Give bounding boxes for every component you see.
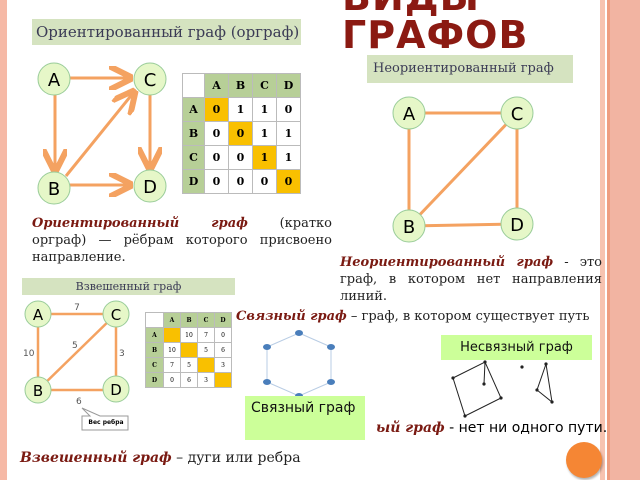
cell: 6 [214,342,232,358]
node-b: B [403,217,415,238]
disconnected-graph-diagram [451,360,554,418]
cell: C [182,145,205,170]
weight-bd: 6 [76,397,82,407]
node-b: B [48,179,60,200]
cell: – дуги или ребра [171,450,301,466]
node-d: D [510,215,524,236]
cell: – граф, в котором существует путь [346,309,590,324]
cell: A [182,97,205,122]
cell: 10 [180,327,198,343]
node-b: B [33,382,43,400]
disconnected-definition: ый граф - нет ни одного пути. [376,420,607,436]
cell: Связный граф [236,309,347,324]
weighted-graph-label: Взвешенный граф [22,278,235,295]
weight-bc: 5 [72,341,78,351]
directed-graph-diagram: A C B D [37,62,167,205]
cell: (кратко орграф) — рёбрам которого присво… [32,216,332,265]
weight-ac: 7 [74,303,80,313]
cell: Взвешенный граф [20,450,172,466]
cell: C [145,357,164,373]
node-a: A [403,104,416,125]
cell: 1 [276,121,301,146]
cell: 1 [276,145,301,170]
undirected-definition: Неориентированный граф - это граф, в кот… [340,254,602,305]
cell: A [204,73,229,98]
weighted-definition: Взвешенный граф – дуги или ребра [20,450,301,467]
cell: D [182,169,205,194]
node-c: C [511,104,524,125]
cell: 0 [276,97,301,122]
node-d: D [110,381,122,399]
node-a: A [33,306,44,324]
connected-definition: Связный граф – граф, в котором существуе… [236,308,589,325]
cell: 5 [197,342,215,358]
cell [180,342,198,358]
directed-graph-label: Ориентированный граф (орграф) [32,19,301,45]
node-c: C [144,70,157,91]
edge-weight-callout: Вес ребра [88,419,124,426]
weighted-graph-diagram: A C B D 7 10 5 3 6 [23,300,130,431]
cell: 0 [228,121,253,146]
cell: 10 [163,342,181,358]
right-decor-bar [600,0,605,480]
undirected-graph-label: Неориентированный граф [367,55,573,83]
cell: 7 [197,327,215,343]
edge-b-c [64,92,134,177]
cell: 1 [252,97,277,122]
cell: 7 [163,357,181,373]
cell: - нет ни одного пути. [444,420,608,436]
cell: A [145,327,164,343]
cell: 0 [204,121,229,146]
cell: D [276,73,301,98]
left-decor-bar [0,0,7,480]
cell: 0 [204,97,229,122]
right-decor-band [607,0,640,480]
slide-nav-button[interactable] [566,442,602,478]
cell: 1 [252,121,277,146]
directed-definition: Ориентированный граф (кратко орграф) — р… [32,215,332,266]
cell: B [145,342,164,358]
cell: 0 [276,169,301,194]
slide-title: ВИДЫ ГРАФОВ [342,0,529,57]
cell [163,327,181,343]
node-d: D [143,177,157,198]
cell: ый граф [376,420,445,436]
disconnected-graph-badge: Несвязный граф [441,335,592,360]
cell: 6 [180,372,198,388]
cell: 5 [180,357,198,373]
cell: 0 [204,169,229,194]
weight-ab: 10 [23,349,35,359]
connected-graph-badge: Связный граф [245,396,365,440]
connected-graph-diagram [263,330,335,398]
cell: 3 [214,357,232,373]
cell: 0 [252,169,277,194]
cell: - это граф, в котором нет направления ли… [340,255,602,304]
cell: 3 [197,372,215,388]
cell: D [214,312,232,328]
undirected-graph-diagram: A C B D [392,96,534,243]
node-a: A [48,70,61,91]
cell: B [182,121,205,146]
cell: C [252,73,277,98]
cell: D [145,372,164,388]
cell [197,357,215,373]
cell: 0 [228,169,253,194]
cell: 0 [204,145,229,170]
cell: 1 [228,97,253,122]
cell: A [163,312,181,328]
cell: 0 [228,145,253,170]
cell: 0 [214,327,232,343]
node-c: C [111,306,121,324]
cell: B [228,73,253,98]
cell: 1 [252,145,277,170]
cell: Неориентированный граф [340,255,554,270]
cell: Ориентированный граф [32,216,248,231]
weight-cd: 3 [119,349,125,359]
cell [214,372,232,388]
cell: B [180,312,198,328]
cell: C [197,312,215,328]
cell: 0 [163,372,181,388]
